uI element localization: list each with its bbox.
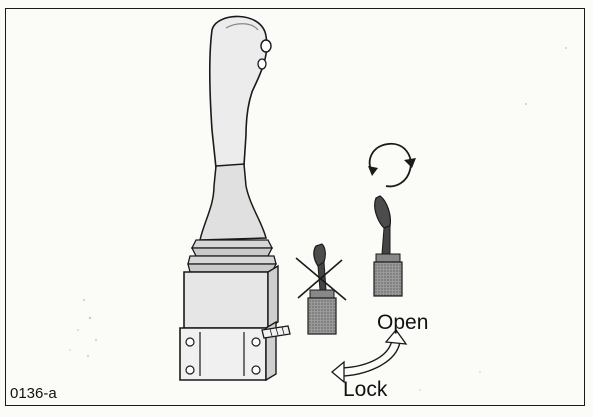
joystick-main	[179, 15, 291, 382]
joystick-bellows	[187, 239, 278, 273]
circular-rotate-arrow-icon	[368, 143, 416, 188]
grip-button	[260, 39, 272, 53]
scan-speckle	[69, 47, 567, 391]
switch-open-body	[373, 261, 403, 297]
curved-double-arrow-icon	[330, 328, 408, 384]
side-lever	[261, 325, 291, 339]
joystick-grip	[208, 15, 268, 169]
switch-lock-body	[307, 297, 337, 335]
joystick-shaft	[199, 163, 267, 241]
label-lock: Lock	[343, 378, 388, 401]
switch-open-position	[368, 143, 416, 297]
label-open: Open	[377, 311, 429, 334]
switch-lock-position	[295, 243, 347, 335]
joystick-housing	[183, 271, 269, 329]
figure-border	[5, 8, 585, 406]
figure-code: 0136-a	[10, 385, 57, 402]
cross-out-icon	[295, 257, 347, 301]
